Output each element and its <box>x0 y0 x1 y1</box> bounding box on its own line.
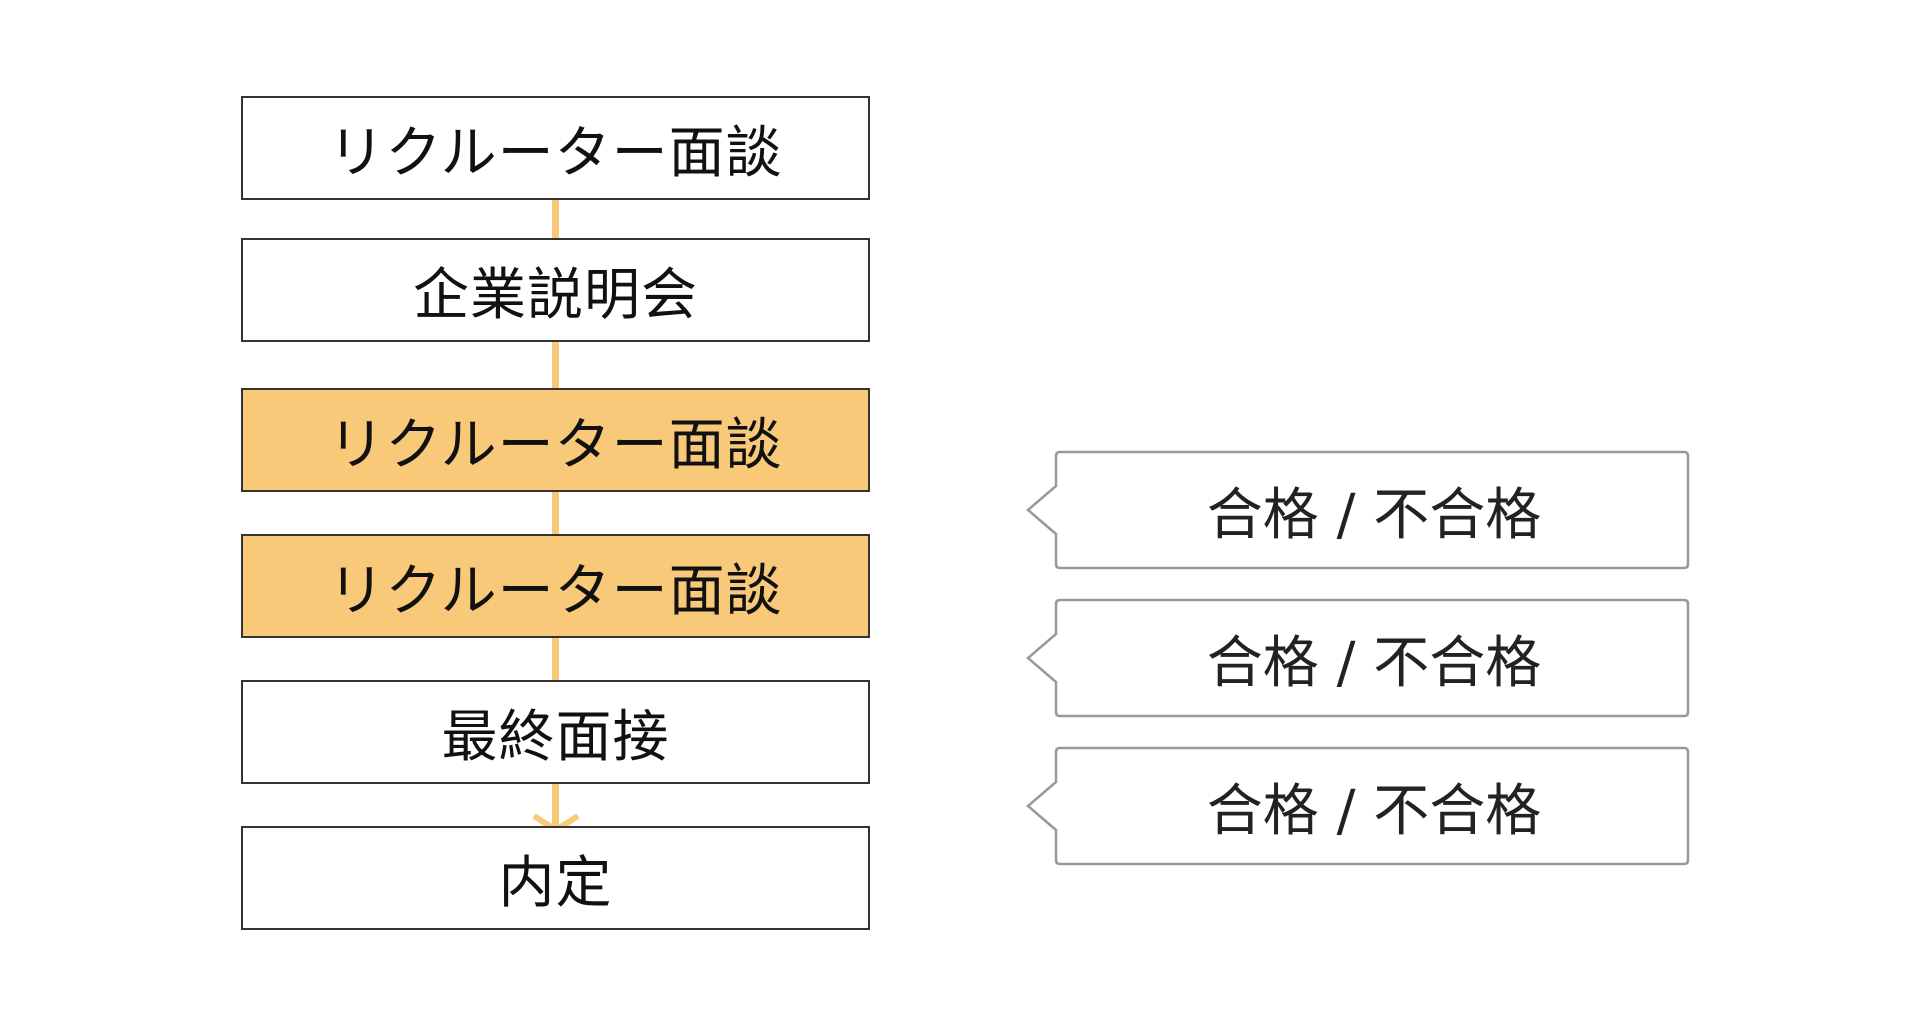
callout-label: 合格 / 不合格 <box>1206 630 1542 696</box>
callout-bubble-shape <box>1026 746 1690 866</box>
callout-label: 合格 / 不合格 <box>1206 482 1542 548</box>
callout-label: 合格 / 不合格 <box>1206 778 1542 844</box>
step-final-interview: 最終面接 <box>241 680 870 784</box>
connector-line <box>552 492 559 534</box>
result-callout-2: 合格 / 不合格 <box>1026 596 1692 720</box>
result-callout-3: 合格 / 不合格 <box>1026 744 1692 868</box>
connector-line <box>552 200 559 238</box>
result-callout-1: 合格 / 不合格 <box>1026 448 1692 572</box>
step-offer: 内定 <box>241 826 870 930</box>
callout-bubble-shape <box>1026 598 1690 718</box>
step-recruiter-interview-2: リクルーター面談 <box>241 388 870 492</box>
connector-line <box>552 342 559 388</box>
connector-line <box>552 784 559 826</box>
connector-line <box>552 638 559 680</box>
callout-bubble-shape <box>1026 450 1690 570</box>
step-company-briefing: 企業説明会 <box>241 238 870 342</box>
step-recruiter-interview-1: リクルーター面談 <box>241 96 870 200</box>
step-recruiter-interview-3: リクルーター面談 <box>241 534 870 638</box>
